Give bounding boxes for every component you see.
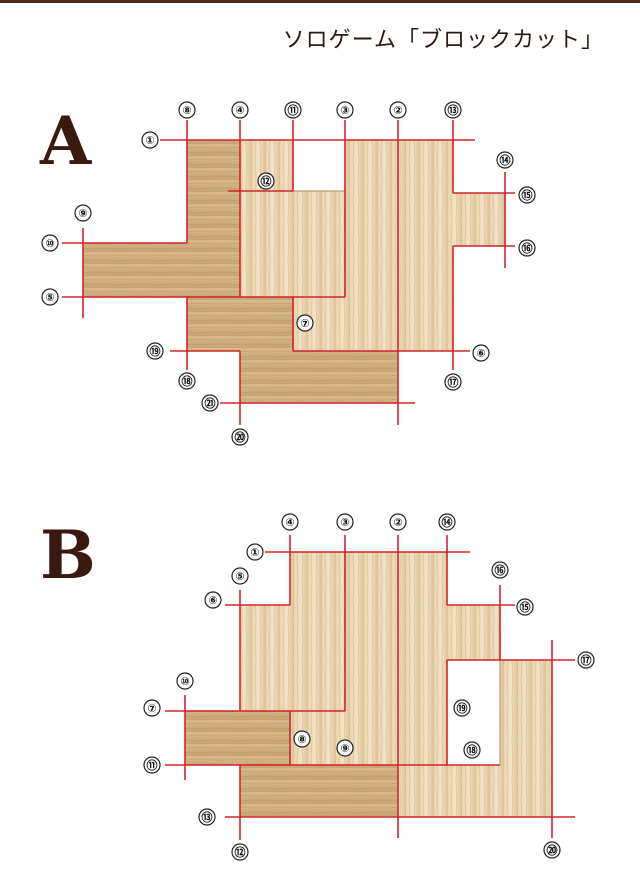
svg-text:④: ④: [285, 516, 294, 529]
label-b-16: ⑯: [491, 561, 509, 579]
svg-text:①: ①: [145, 134, 154, 147]
svg-text:⑰: ⑰: [581, 653, 592, 667]
label-a-4: ④: [231, 101, 249, 119]
label-a-8: ⑧: [178, 101, 196, 119]
section-letter-a: A: [40, 102, 92, 180]
label-b-9: ⑨: [336, 739, 354, 757]
label-a-2: ②: [389, 101, 407, 119]
label-a-21: ㉑: [201, 394, 219, 412]
svg-text:⑥: ⑥: [208, 594, 217, 607]
label-b-6: ⑥: [204, 591, 222, 609]
top-rule: [0, 0, 640, 3]
svg-text:⑲: ⑲: [150, 344, 161, 358]
svg-text:⑪: ⑪: [288, 103, 299, 117]
svg-text:⑩: ⑩: [45, 237, 54, 250]
diagram-a: ① ⑧ ④ ⑪ ③ ② ⑬ ⑭ ⑮ ⑯ ⑫ ⑨ ⑩ ⑤ ⑦ ⑥ ⑰ ⑲ ⑱ ㉑ …: [41, 101, 536, 446]
svg-text:⑭: ⑭: [500, 153, 511, 167]
svg-text:⑮: ⑮: [522, 188, 533, 202]
label-a-14: ⑭: [496, 151, 514, 169]
label-b-3: ③: [336, 513, 354, 531]
svg-text:⑩: ⑩: [180, 675, 189, 688]
svg-text:⑬: ⑬: [448, 103, 459, 117]
svg-text:④: ④: [235, 104, 244, 117]
label-b-19: ⑲: [453, 699, 471, 717]
label-a-19: ⑲: [146, 342, 164, 360]
label-a-11: ⑪: [284, 101, 302, 119]
svg-text:⑲: ⑲: [457, 701, 468, 715]
label-b-11: ⑪: [143, 756, 161, 774]
svg-text:⑬: ⑬: [202, 810, 213, 824]
label-a-16: ⑯: [518, 239, 536, 257]
label-a-7: ⑦: [296, 314, 314, 332]
svg-text:⑳: ⑳: [547, 843, 558, 857]
svg-text:⑧: ⑧: [182, 104, 191, 117]
section-letter-b: B: [40, 516, 96, 594]
label-b-14: ⑭: [438, 513, 456, 531]
svg-text:②: ②: [393, 104, 402, 117]
label-a-17: ⑰: [444, 373, 462, 391]
svg-text:⑭: ⑭: [442, 515, 453, 529]
label-b-10: ⑩: [176, 672, 194, 690]
svg-text:⑥: ⑥: [476, 347, 485, 360]
svg-text:⑨: ⑨: [78, 207, 87, 220]
label-a-9: ⑨: [74, 204, 92, 222]
label-a-5: ⑤: [41, 288, 59, 306]
label-b-17: ⑰: [577, 651, 595, 669]
svg-text:⑫: ⑫: [235, 845, 246, 859]
label-b-7: ⑦: [143, 699, 161, 717]
svg-text:⑤: ⑤: [235, 570, 244, 583]
label-a-18: ⑱: [178, 372, 196, 390]
svg-text:⑧: ⑧: [297, 733, 306, 746]
svg-text:⑮: ⑮: [520, 600, 531, 614]
label-b-8: ⑧: [293, 730, 311, 748]
label-b-5: ⑤: [231, 567, 249, 585]
svg-text:⑦: ⑦: [300, 317, 309, 330]
page-title: ソロゲーム「ブロックカット」: [282, 28, 604, 53]
svg-text:⑳: ⑳: [235, 430, 246, 444]
svg-text:⑰: ⑰: [448, 375, 459, 389]
svg-text:⑱: ⑱: [182, 374, 193, 388]
label-a-10: ⑩: [41, 234, 59, 252]
label-a-12: ⑫: [257, 172, 275, 190]
label-b-15: ⑮: [516, 598, 534, 616]
svg-text:⑱: ⑱: [467, 743, 478, 757]
svg-text:⑦: ⑦: [147, 702, 156, 715]
label-a-6: ⑥: [472, 344, 490, 362]
svg-text:⑤: ⑤: [45, 291, 54, 304]
svg-text:⑫: ⑫: [261, 174, 272, 188]
svg-text:㉑: ㉑: [205, 396, 216, 410]
svg-text:②: ②: [393, 516, 402, 529]
label-a-15: ⑮: [518, 186, 536, 204]
svg-text:①: ①: [250, 546, 259, 559]
label-b-13: ⑬: [198, 808, 216, 826]
label-b-18: ⑱: [463, 741, 481, 759]
svg-text:⑨: ⑨: [340, 742, 349, 755]
diagram-b: ④ ③ ② ⑭ ① ⑤ ⑥ ⑯ ⑮ ⑰ ⑩ ⑦ ⑲ ⑧ ⑨ ⑱ ⑪ ⑬ ⑫ ⑳: [143, 513, 595, 861]
label-b-2: ②: [389, 513, 407, 531]
label-b-12: ⑫: [231, 843, 249, 861]
label-b-20: ⑳: [543, 841, 561, 859]
block-b-left-l: [239, 551, 346, 712]
label-b-4: ④: [281, 513, 299, 531]
label-a-3: ③: [336, 101, 354, 119]
block-b-cross: [397, 551, 501, 766]
svg-text:⑪: ⑪: [147, 758, 158, 772]
svg-text:③: ③: [340, 516, 349, 529]
svg-text:③: ③: [340, 104, 349, 117]
block-a-l-left: [82, 139, 241, 298]
label-a-13: ⑬: [444, 101, 462, 119]
svg-text:⑯: ⑯: [522, 241, 533, 255]
label-a-20: ⑳: [231, 428, 249, 446]
svg-text:⑯: ⑯: [495, 563, 506, 577]
label-b-1: ①: [246, 543, 264, 561]
label-a-1: ①: [141, 131, 159, 149]
